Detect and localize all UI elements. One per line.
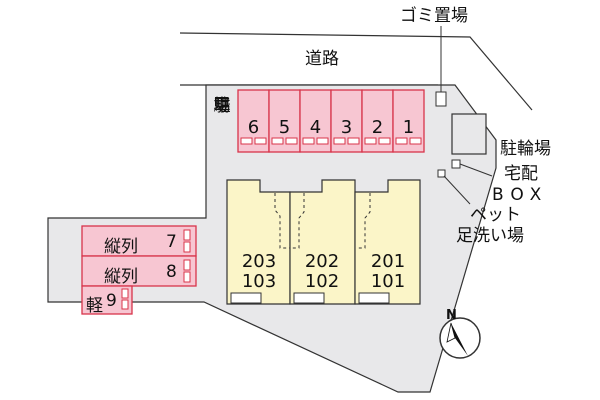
unit-label-201-101: 201 101 bbox=[356, 252, 420, 292]
side-parking-8-label: 縦列 bbox=[104, 267, 138, 287]
road-edge-top bbox=[179, 32, 533, 111]
parking-label-char-2: 車 bbox=[213, 96, 231, 116]
pet-leader bbox=[443, 175, 471, 205]
north-compass bbox=[439, 317, 481, 359]
unit-201-101[interactable] bbox=[354, 179, 421, 305]
wheel-stops bbox=[240, 137, 422, 145]
parking-label-char-3: 場 bbox=[213, 96, 231, 116]
unit-102: 102 bbox=[304, 271, 340, 292]
side-parking-8-num: 8 bbox=[166, 262, 177, 282]
unit-202-102[interactable] bbox=[289, 179, 356, 305]
apartment-building bbox=[226, 179, 421, 305]
pet-label-2: 足洗い場 bbox=[456, 226, 524, 246]
slot-label-2: 2 bbox=[371, 117, 384, 138]
side-parking-9-num: 9 bbox=[106, 291, 117, 311]
slot-label-4: 4 bbox=[309, 117, 322, 138]
bicycle-label: 駐輪場 bbox=[500, 139, 551, 159]
garbage-label: ゴミ置場 bbox=[400, 6, 468, 26]
side-parking-8[interactable] bbox=[81, 255, 197, 287]
side-parking-7-num: 7 bbox=[166, 232, 177, 252]
side-parking-9-label: 軽 bbox=[86, 296, 103, 316]
unit-201: 201 bbox=[370, 251, 406, 272]
slot-label-1: 1 bbox=[402, 117, 415, 138]
side-parking-7-label: 縦列 bbox=[104, 237, 138, 257]
side-wheel-stops bbox=[121, 229, 191, 310]
stair-dashes bbox=[274, 193, 371, 249]
slot-label-3: 3 bbox=[340, 117, 353, 138]
bicycle-parking[interactable] bbox=[451, 113, 487, 155]
unit-101: 101 bbox=[370, 271, 406, 292]
parking-label-char-1: 駐 bbox=[213, 96, 231, 116]
delivery-box[interactable] bbox=[451, 159, 461, 169]
compass-label: N bbox=[446, 308, 457, 323]
delivery-label-2: BOX bbox=[492, 185, 549, 205]
unit-label-203-103: 203 103 bbox=[227, 252, 291, 292]
pet-label-1: ペット bbox=[470, 205, 521, 225]
side-parking-7[interactable] bbox=[81, 225, 197, 257]
garbage-bin[interactable] bbox=[435, 91, 447, 107]
slot-label-6: 6 bbox=[247, 117, 260, 138]
unit-202: 202 bbox=[304, 251, 340, 272]
unit-103: 103 bbox=[241, 271, 277, 292]
unit-doors bbox=[230, 292, 390, 304]
pet-wash[interactable] bbox=[437, 169, 446, 178]
unit-203: 203 bbox=[241, 251, 277, 272]
delivery-leader bbox=[459, 163, 493, 177]
road-label: 道路 bbox=[305, 49, 339, 69]
parking-area bbox=[237, 89, 425, 153]
unit-label-202-102: 202 102 bbox=[290, 252, 354, 292]
slot-label-5: 5 bbox=[278, 117, 291, 138]
delivery-label-1: 宅配 bbox=[504, 164, 538, 184]
